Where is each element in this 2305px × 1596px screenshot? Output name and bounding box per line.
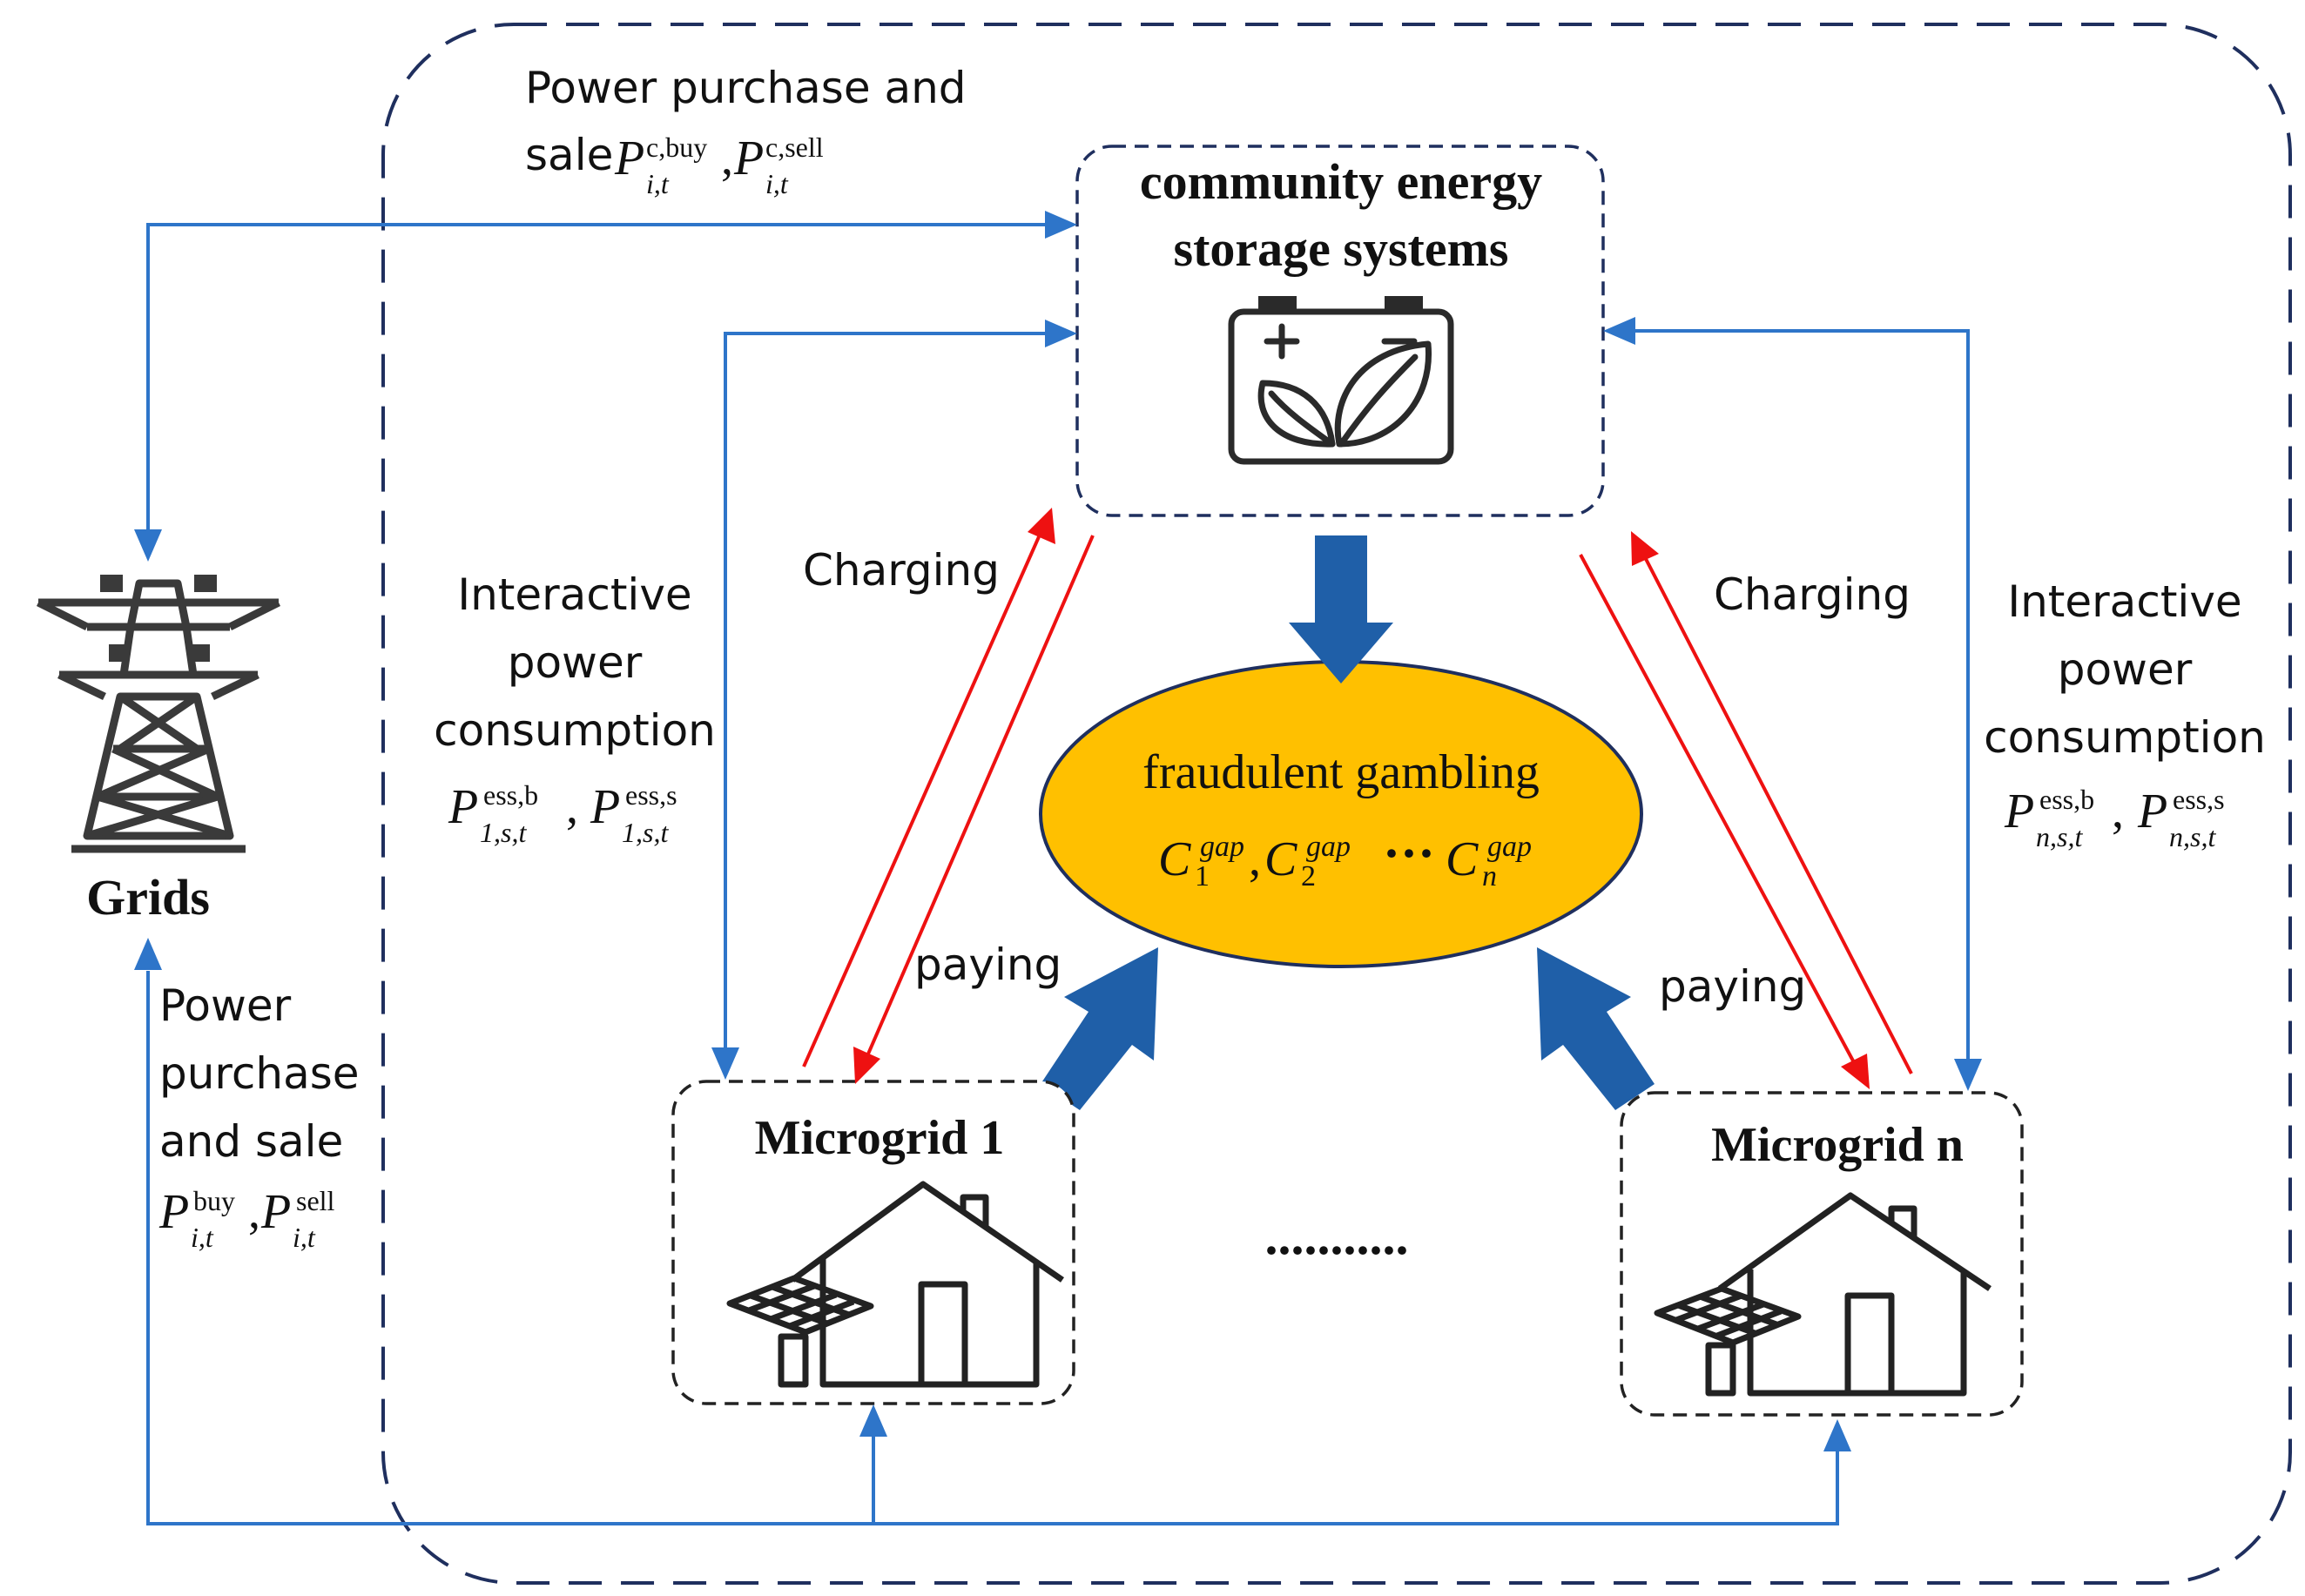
bottom-trade-sub2: i,t xyxy=(293,1222,316,1253)
top-trade-comma: , xyxy=(721,131,733,185)
top-trade-line2: sale xyxy=(525,130,613,180)
top-trade-sub1: i,t xyxy=(646,168,670,199)
right-interactive-line2: power xyxy=(2058,644,2193,695)
right-interactive-line3: consumption xyxy=(1984,712,2266,763)
paying-label-left: paying xyxy=(914,939,1062,990)
right-interactive-comma: , xyxy=(2112,785,2124,838)
right-interactive-line1: Interactive xyxy=(2007,576,2241,627)
top-trade-p1: P xyxy=(614,131,644,185)
bottom-trade-line1: Power xyxy=(159,980,292,1031)
cess-to-gambling-arrow xyxy=(1289,535,1393,684)
bottom-trade-line3: and sale xyxy=(159,1116,343,1167)
bottom-trade-p2: P xyxy=(260,1185,291,1239)
microgridn-to-gambling-arrow xyxy=(1537,947,1655,1110)
red-arrowheads xyxy=(853,508,1870,1089)
more-microgrids-dots: ........... xyxy=(1265,1208,1409,1265)
svg-text:C: C xyxy=(1158,832,1191,886)
left-interactive-label: Interactive power consumption P 1,s,t es… xyxy=(434,569,716,848)
right-interactive-sub2: n,s,t xyxy=(2169,821,2216,852)
left-interactive-sub1: 1,s,t xyxy=(480,817,527,848)
left-interactive-comma: , xyxy=(566,780,578,834)
bottom-trade-sup2: sell xyxy=(296,1185,335,1216)
top-trade-p2: P xyxy=(733,131,764,185)
red-flow-lines xyxy=(802,532,1913,1074)
microgridn-label: Microgrid n xyxy=(1711,1118,1964,1172)
battery-leaf-icon xyxy=(1228,296,1454,465)
paying-label-right: paying xyxy=(1659,961,1806,1012)
right-interactive-sub1: n,s,t xyxy=(2036,821,2083,852)
blue-connectors xyxy=(146,223,1970,1525)
power-tower-icon xyxy=(36,575,281,853)
grid-label: Grids xyxy=(86,869,210,926)
bottom-trade-sup1: buy xyxy=(193,1185,235,1216)
charging-label-left: Charging xyxy=(803,545,1000,596)
bottom-trade-sub1: i,t xyxy=(191,1222,214,1253)
house-solar-icon-n xyxy=(1654,1192,1992,1397)
svg-text:···: ··· xyxy=(1383,825,1435,882)
svg-text:,: , xyxy=(1249,832,1261,886)
left-interactive-line3: consumption xyxy=(434,705,716,756)
left-interactive-sup2: ess,s xyxy=(625,779,677,811)
right-interactive-label: Interactive power consumption P n,s,t es… xyxy=(1984,576,2266,852)
left-interactive-sup1: ess,b xyxy=(483,779,538,811)
top-trade-sup1: c,buy xyxy=(646,131,707,163)
svg-text:C: C xyxy=(1264,832,1297,886)
bottom-trade-line2: purchase xyxy=(159,1048,360,1099)
community-boundary xyxy=(381,23,2292,1585)
right-interactive-p2: P xyxy=(2137,785,2167,838)
cess-title-line2: storage systems xyxy=(1174,220,1509,277)
left-interactive-line2: power xyxy=(508,637,643,688)
svg-text:n: n xyxy=(1482,860,1497,892)
svg-text:2: 2 xyxy=(1301,860,1316,892)
ellipse-title: fraudulent gambling xyxy=(1142,745,1540,799)
svg-text:gap: gap xyxy=(1487,831,1532,863)
bottom-trade-comma: , xyxy=(248,1185,260,1239)
svg-text:gap: gap xyxy=(1200,831,1244,863)
top-trade-sub2: i,t xyxy=(765,168,789,199)
right-interactive-sup1: ess,b xyxy=(2039,784,2094,815)
left-interactive-p2: P xyxy=(590,780,620,834)
bottom-trade-label: Power purchase and sale P i,t buy , P i,… xyxy=(158,980,360,1253)
left-interactive-sub2: 1,s,t xyxy=(622,817,669,848)
top-trade-sup2: c,sell xyxy=(765,131,824,163)
top-trade-line1: Power purchase and xyxy=(525,63,967,113)
svg-text:C: C xyxy=(1446,832,1479,886)
bottom-trade-p1: P xyxy=(158,1185,189,1239)
microgrid1-label: Microgrid 1 xyxy=(755,1111,1005,1165)
left-interactive-line1: Interactive xyxy=(457,569,691,620)
house-solar-icon-1 xyxy=(726,1181,1064,1388)
left-interactive-p1: P xyxy=(448,780,478,834)
cess-title-line1: community energy xyxy=(1140,153,1542,210)
svg-text:1: 1 xyxy=(1195,860,1210,892)
gap-cost-formula: C 1 gap , C 2 gap ··· C n gap xyxy=(1158,825,1532,892)
microgrid1-to-gambling-arrow xyxy=(1041,947,1158,1110)
blue-arrowheads xyxy=(134,211,1982,1451)
top-trade-label: Power purchase and sale P i,t c,buy , P … xyxy=(525,63,967,199)
right-interactive-p1: P xyxy=(2004,785,2034,838)
right-interactive-sup2: ess,s xyxy=(2173,784,2225,815)
charging-label-right: Charging xyxy=(1714,569,1911,620)
fraudulent-gambling-ellipse xyxy=(1039,660,1643,968)
svg-text:gap: gap xyxy=(1306,831,1351,863)
